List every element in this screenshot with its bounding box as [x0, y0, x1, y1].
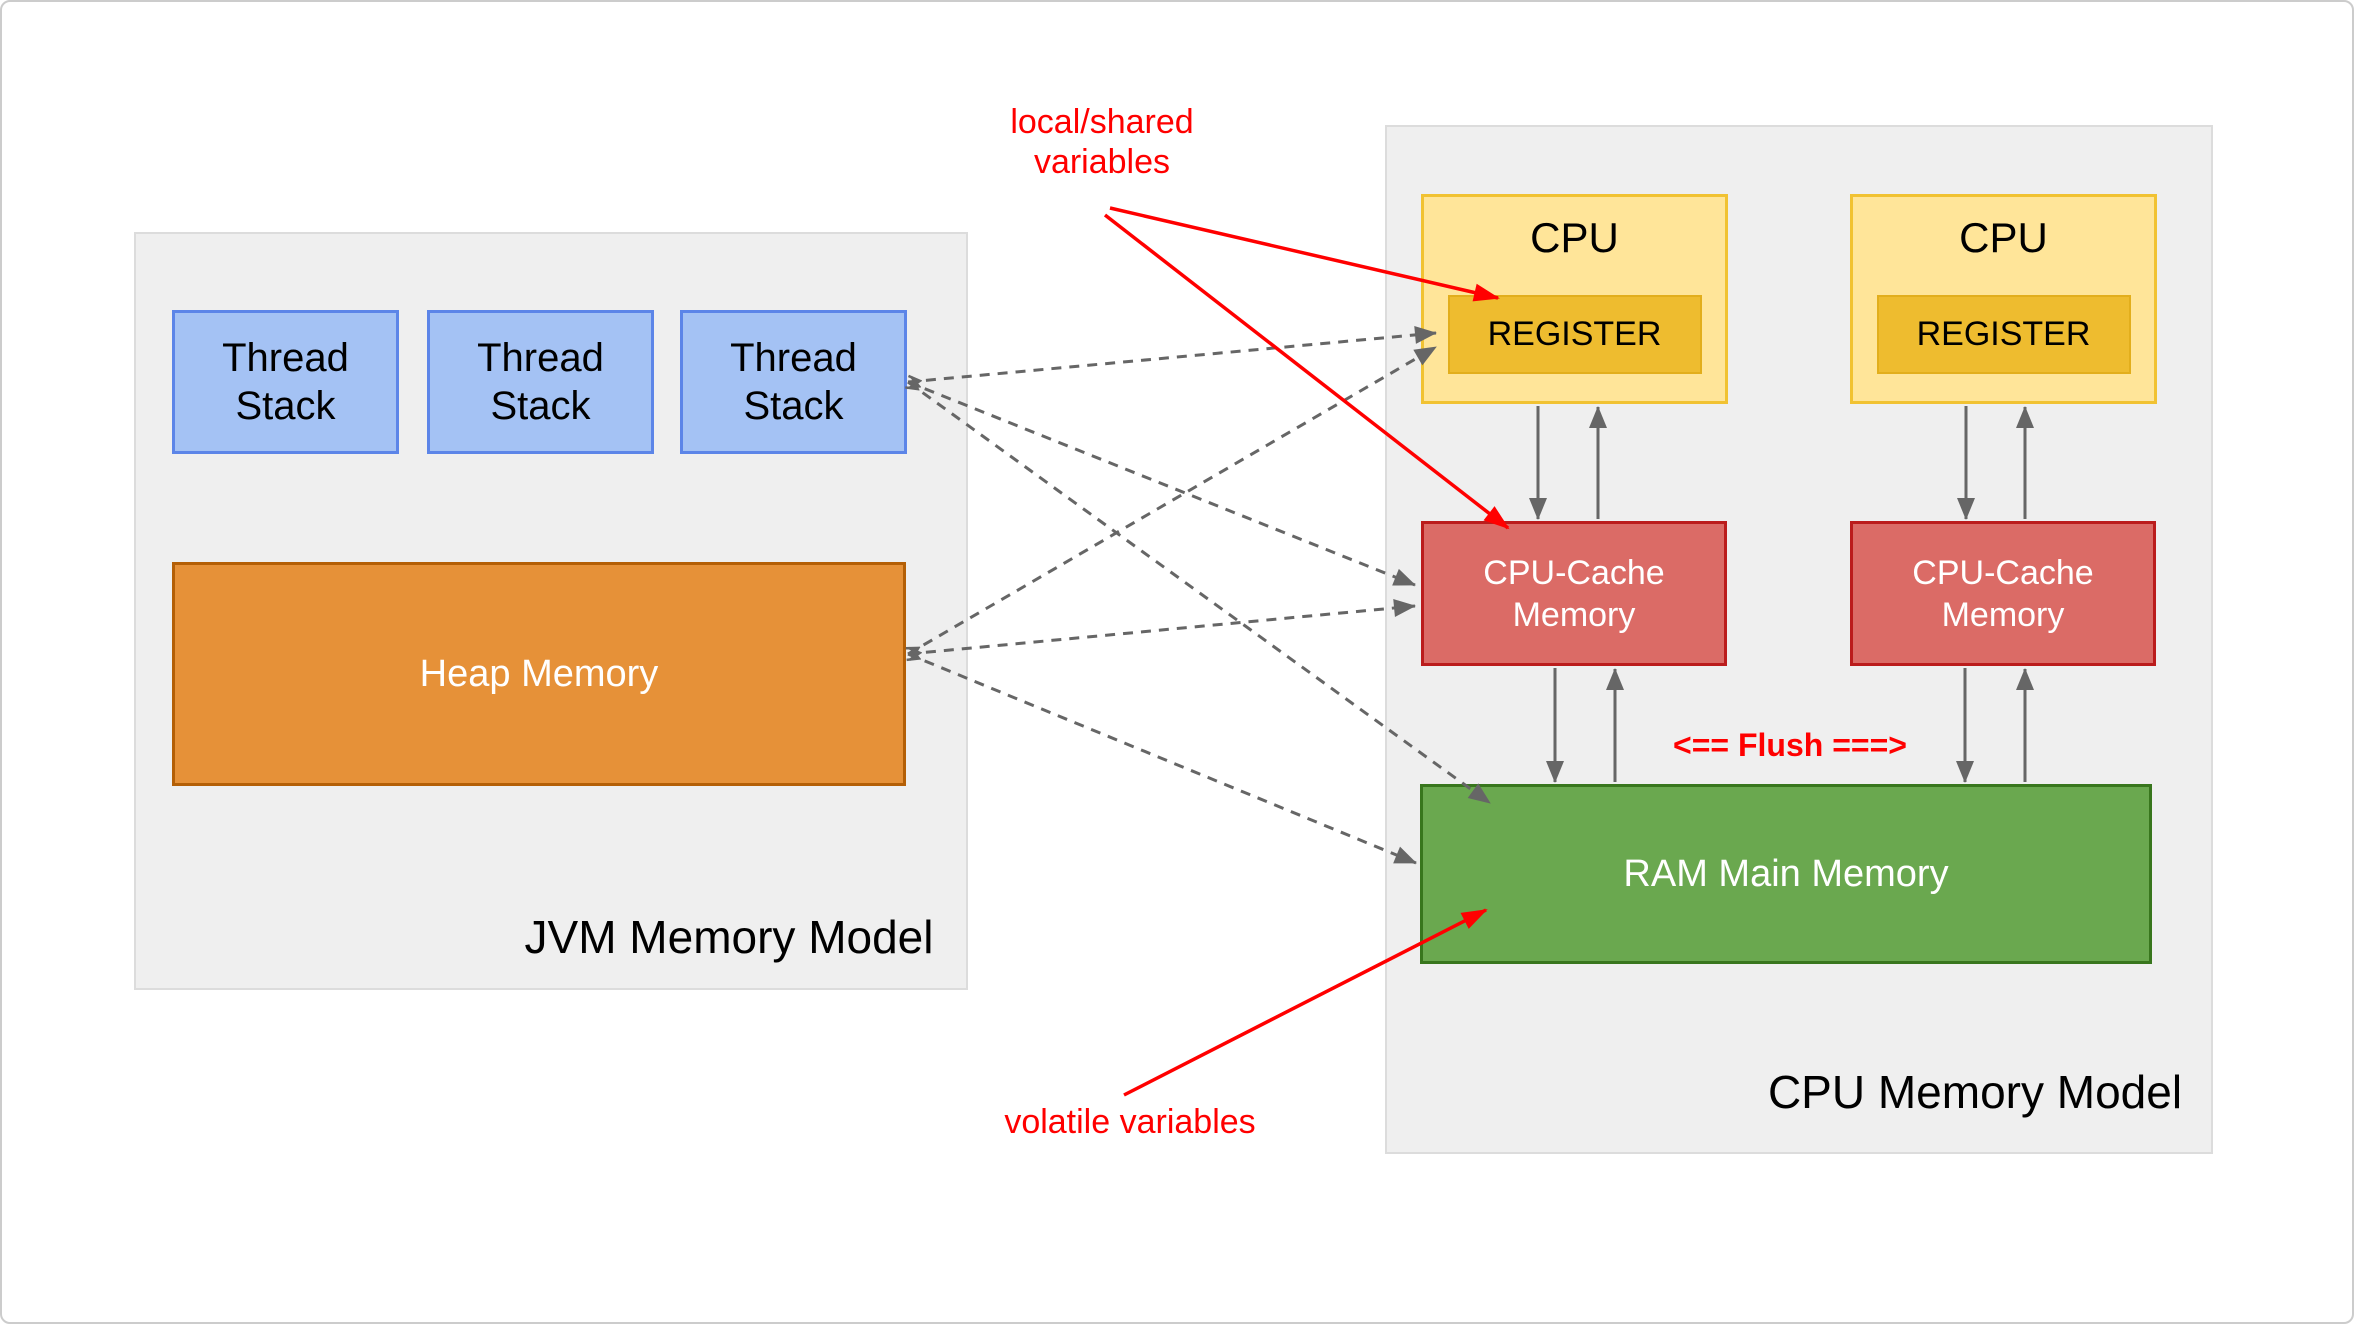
dashed-arrow-heap-cache: [907, 606, 1415, 654]
cpu-cache-box-1: CPU-Cache Memory: [1421, 521, 1727, 666]
cache-label-line1: CPU-Cache: [1912, 553, 2094, 592]
cache-label-line2: Memory: [1512, 595, 1636, 634]
jvm-panel-label: JVM Memory Model: [524, 911, 934, 963]
flush-annotation: <== Flush ===>: [1673, 727, 1907, 763]
ram-label: RAM Main Memory: [1623, 852, 1949, 895]
thread-stack-box-1: Thread Stack: [172, 310, 399, 454]
cpu-title: CPU: [1530, 214, 1619, 261]
thread-stack-label-line1: Thread: [730, 336, 857, 380]
ram-main-memory-box: RAM Main Memory: [1420, 784, 2152, 964]
dashed-arrow-threadstack-cache: [908, 382, 1415, 587]
thread-stack-box-3: Thread Stack: [680, 310, 907, 454]
dashed-arrow-heap-register: [908, 345, 1436, 654]
cpu-panel-label: CPU Memory Model: [1767, 1066, 2183, 1118]
cpu-box-2: CPU REGISTER: [1850, 194, 2157, 404]
volatile-variables-annotation: volatile variables: [1004, 1103, 1256, 1141]
thread-stack-box-2: Thread Stack: [427, 310, 654, 454]
thread-stack-label-line2: Stack: [490, 384, 591, 428]
cache-label-line2: Memory: [1941, 595, 2065, 634]
local-shared-variables-annotation: local/shared variables: [942, 102, 1262, 182]
cache-label-line1: CPU-Cache: [1483, 553, 1665, 592]
thread-stack-label-line2: Stack: [743, 384, 844, 428]
heap-memory-box: Heap Memory: [172, 562, 906, 786]
thread-stack-label-line1: Thread: [477, 336, 604, 380]
dashed-arrow-heap-ram: [908, 654, 1416, 865]
cpu-title: CPU: [1959, 214, 2048, 261]
annotation-line1: local/shared: [1010, 103, 1194, 141]
register-box-1: REGISTER: [1447, 295, 1702, 374]
dashed-arrow-threadstack-register: [907, 333, 1436, 382]
annotation-line2: variables: [1033, 143, 1171, 181]
thread-stack-label-line2: Stack: [235, 384, 336, 428]
cpu-box-1: CPU REGISTER: [1421, 194, 1728, 404]
cpu-cache-box-2: CPU-Cache Memory: [1850, 521, 2156, 666]
heap-memory-label: Heap Memory: [419, 652, 659, 695]
thread-stack-label-line1: Thread: [222, 336, 349, 380]
register-box-2: REGISTER: [1876, 295, 2131, 374]
